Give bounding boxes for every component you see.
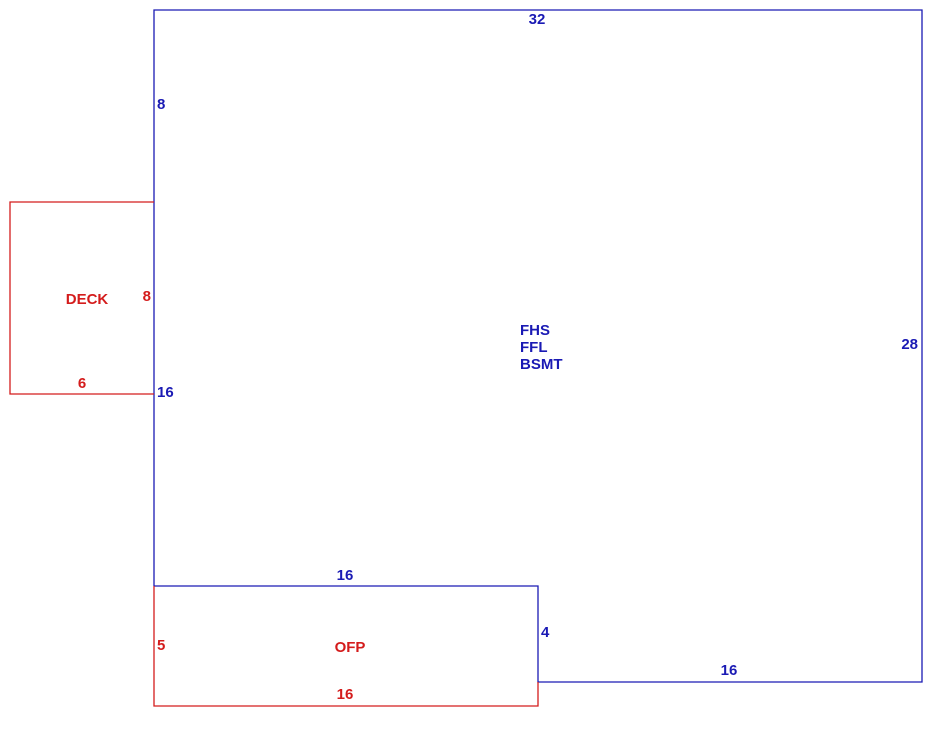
dim-notch-top: 16 xyxy=(337,567,354,584)
deck-label: DECK xyxy=(66,291,109,308)
ofp-dim-left: 5 xyxy=(157,637,165,654)
ofp-label: OFP xyxy=(335,639,366,656)
area-label-fhs: FHS xyxy=(520,322,550,339)
dim-top: 32 xyxy=(529,11,546,28)
dim-left-mid: 16 xyxy=(157,384,174,401)
area-label-bsmt: BSMT xyxy=(520,356,563,373)
deck-dim-bottom: 6 xyxy=(78,375,86,392)
main-structure-outline xyxy=(153,9,923,683)
ofp-dim-bottom: 16 xyxy=(337,686,354,703)
deck-outline xyxy=(9,201,154,395)
dim-bottom: 16 xyxy=(721,662,738,679)
area-label-ffl: FFL xyxy=(520,339,548,356)
dim-right: 28 xyxy=(901,336,918,353)
ofp-outline xyxy=(153,586,539,707)
deck-dim-right: 8 xyxy=(143,288,151,305)
dim-notch-right: 4 xyxy=(541,624,550,641)
dim-left-upper: 8 xyxy=(157,96,165,113)
